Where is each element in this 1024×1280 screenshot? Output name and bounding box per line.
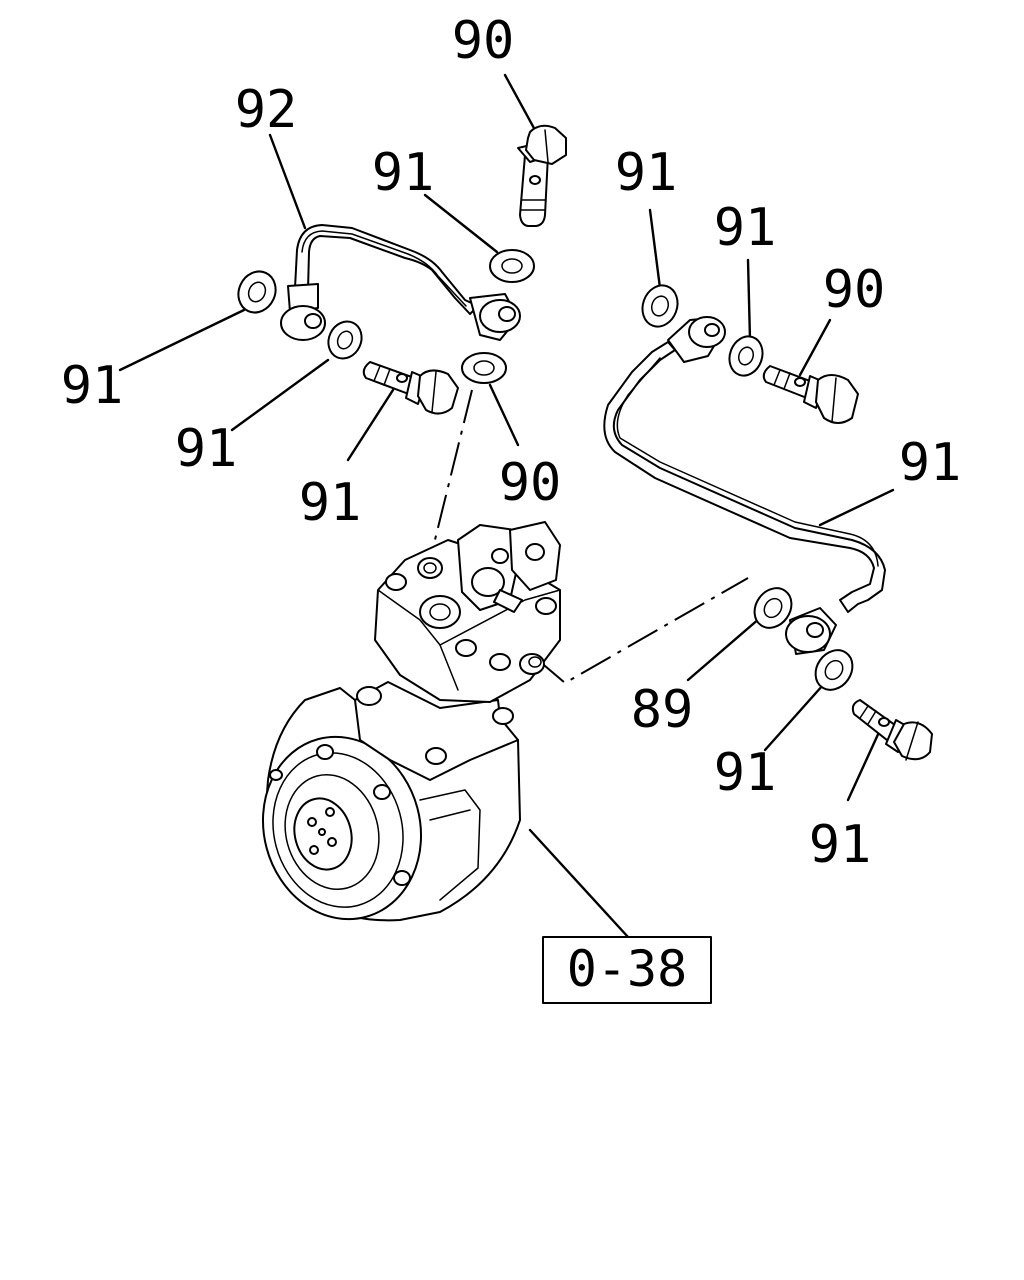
callout-91-far-left: 91 bbox=[61, 356, 124, 416]
callout-90-left: 91 bbox=[299, 473, 362, 533]
washers-91 bbox=[237, 249, 854, 691]
bolt-90-left bbox=[362, 361, 459, 415]
callout-90-top: 90 bbox=[452, 11, 515, 71]
callout-91-upper-right-a: 91 bbox=[615, 143, 678, 203]
bolt-90-right-lower bbox=[851, 699, 933, 761]
compressor-assembly bbox=[261, 521, 561, 922]
leader-lines bbox=[118, 73, 895, 939]
reference-box bbox=[542, 936, 712, 1004]
reference-box-label: 0-38 bbox=[567, 940, 687, 998]
callout-91-upper-left: 91 bbox=[372, 143, 435, 203]
center-lines bbox=[429, 389, 749, 685]
callout-91-upper-right-b: 91 bbox=[714, 198, 777, 258]
callout-91-left: 91 bbox=[175, 419, 238, 479]
callout-90-lower: 91 bbox=[809, 815, 872, 875]
pipe-89 bbox=[603, 316, 886, 655]
pipe-92 bbox=[280, 224, 521, 341]
bolt-90-top bbox=[517, 124, 567, 227]
callout-90-right-upper: 90 bbox=[823, 260, 886, 320]
callout-89: 91 bbox=[899, 433, 962, 493]
bolt-90-right-upper bbox=[762, 365, 859, 424]
callout-92: 92 bbox=[235, 80, 298, 140]
callout-91-lower-b: 91 bbox=[714, 743, 777, 803]
callout-labels: 90 92 91 91 91 90 91 91 91 90 91 89 91 9… bbox=[61, 11, 962, 875]
callout-91-center: 90 bbox=[499, 453, 562, 513]
callout-91-lower-a: 89 bbox=[631, 680, 694, 740]
